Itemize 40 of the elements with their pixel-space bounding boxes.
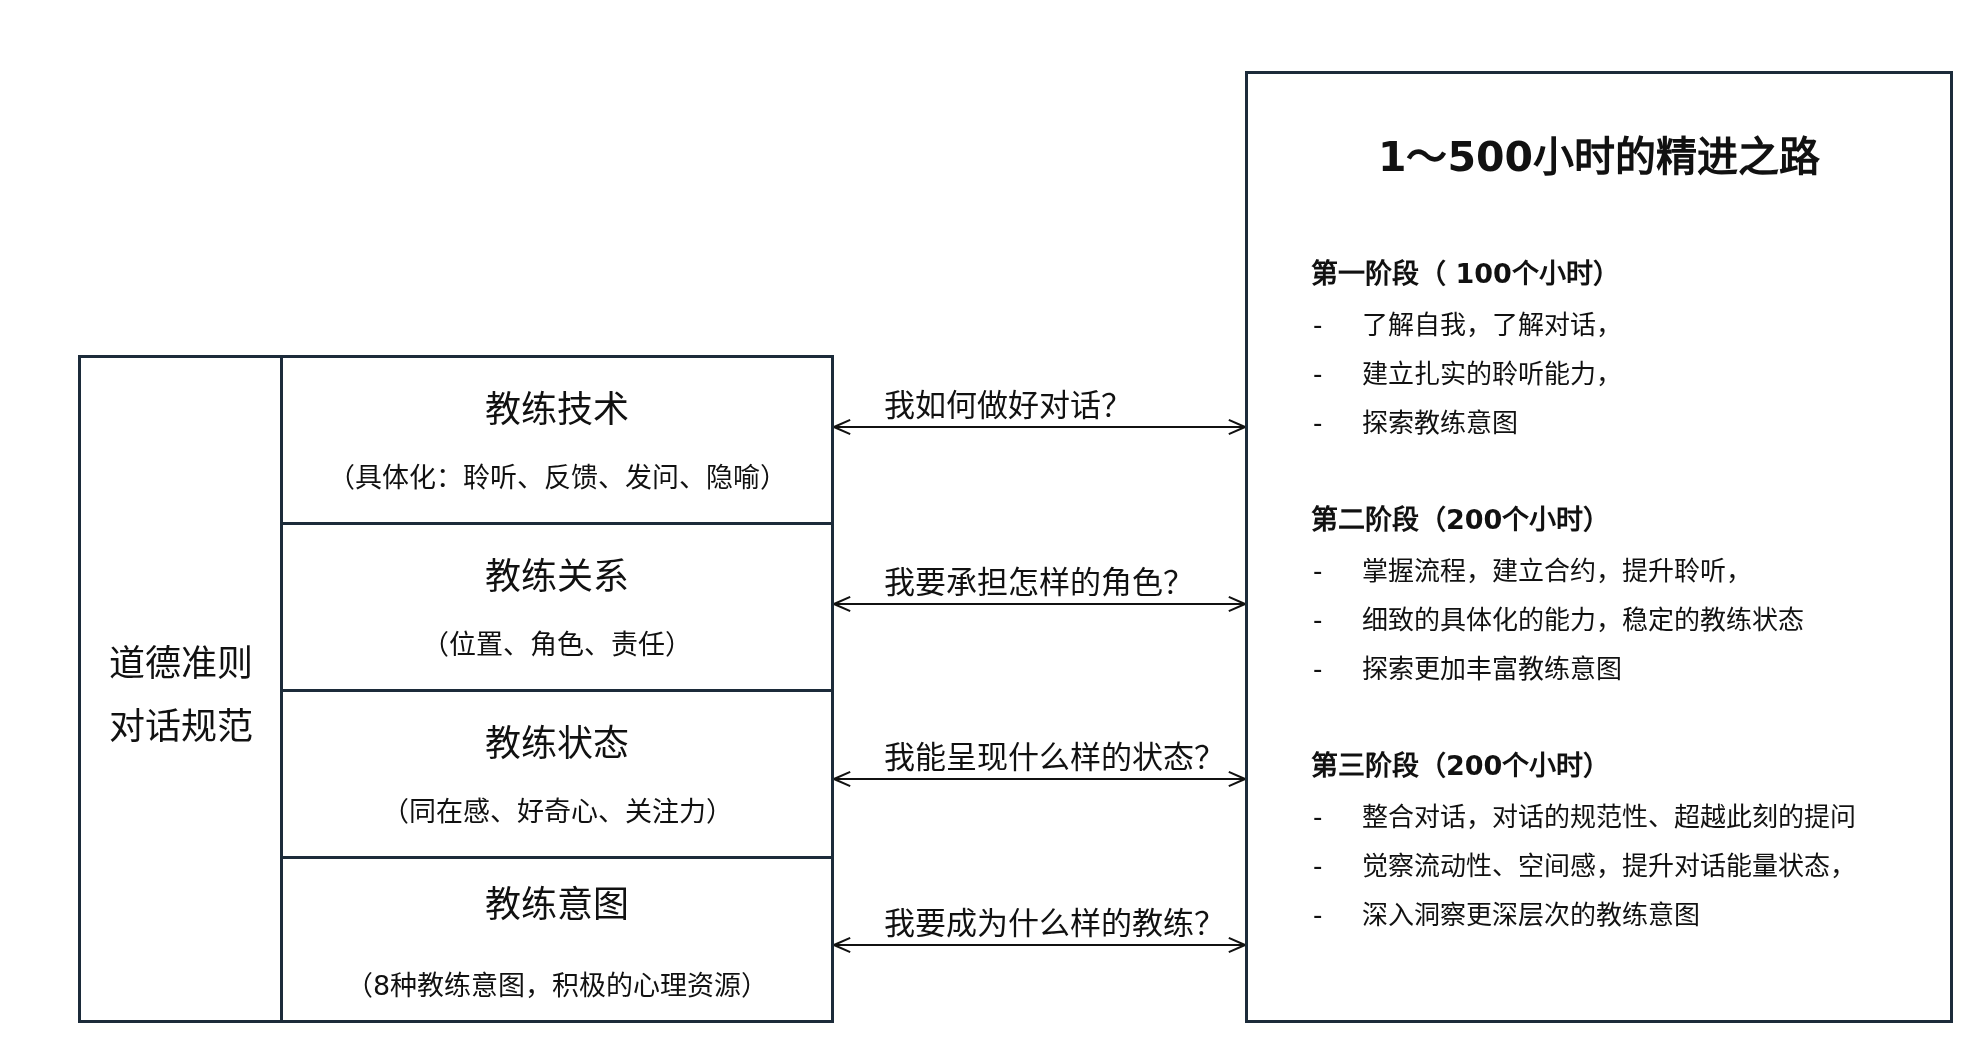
double-arrow <box>833 595 1246 613</box>
bullet-text: 探索教练意图 <box>1362 406 1518 440</box>
row-title: 教练意图 <box>484 882 630 927</box>
double-arrow <box>833 770 1246 788</box>
stage-heading: 第二阶段（200个小时） <box>1311 503 1611 538</box>
label-column-box <box>78 355 283 1023</box>
row-subtitle: （8种教练意图，积极的心理资源） <box>344 969 770 1004</box>
stage-heading: 第一阶段（ 100个小时） <box>1311 257 1620 292</box>
bullet-text: 掌握流程，建立合约，提升聆听， <box>1362 554 1752 588</box>
bullet-text: 细致的具体化的能力，稳定的教练状态 <box>1362 603 1804 637</box>
double-arrow <box>833 418 1246 436</box>
bullet-text: 深入洞察更深层次的教练意图 <box>1362 898 1700 932</box>
topic-row-box <box>280 856 834 1023</box>
bullet-dash: - <box>1313 898 1323 932</box>
bullet-text: 觉察流动性、空间感，提升对话能量状态， <box>1362 849 1856 883</box>
row-title: 教练状态 <box>484 721 630 766</box>
bullet-dash: - <box>1313 849 1323 883</box>
row-subtitle: （具体化：聆听、反馈、发问、隐喻） <box>326 461 788 496</box>
bullet-dash: - <box>1313 800 1323 834</box>
stage-heading: 第三阶段（200个小时） <box>1311 749 1611 784</box>
bullet-dash: - <box>1313 603 1323 637</box>
panel-title: 1～500小时的精进之路 <box>1376 132 1822 184</box>
bullet-text: 探索更加丰富教练意图 <box>1362 652 1622 686</box>
row-subtitle: （位置、角色、责任） <box>421 628 693 663</box>
row-title: 教练关系 <box>484 554 630 599</box>
topic-row-box <box>280 355 834 525</box>
info-panel <box>1245 71 1953 1023</box>
bullet-dash: - <box>1313 357 1323 391</box>
column-label: 对话规范 <box>107 704 254 749</box>
row-subtitle: （同在感、好奇心、关注力） <box>380 795 734 830</box>
bullet-text: 建立扎实的聆听能力， <box>1362 357 1622 391</box>
bullet-dash: - <box>1313 652 1323 686</box>
double-arrow <box>833 936 1246 954</box>
bullet-dash: - <box>1313 554 1323 588</box>
bullet-dash: - <box>1313 308 1323 342</box>
column-label: 道德准则 <box>107 641 254 686</box>
bullet-text: 了解自我，了解对话， <box>1362 308 1622 342</box>
bullet-text: 整合对话，对话的规范性、超越此刻的提问 <box>1362 800 1856 834</box>
row-title: 教练技术 <box>484 387 630 432</box>
bullet-dash: - <box>1313 406 1323 440</box>
